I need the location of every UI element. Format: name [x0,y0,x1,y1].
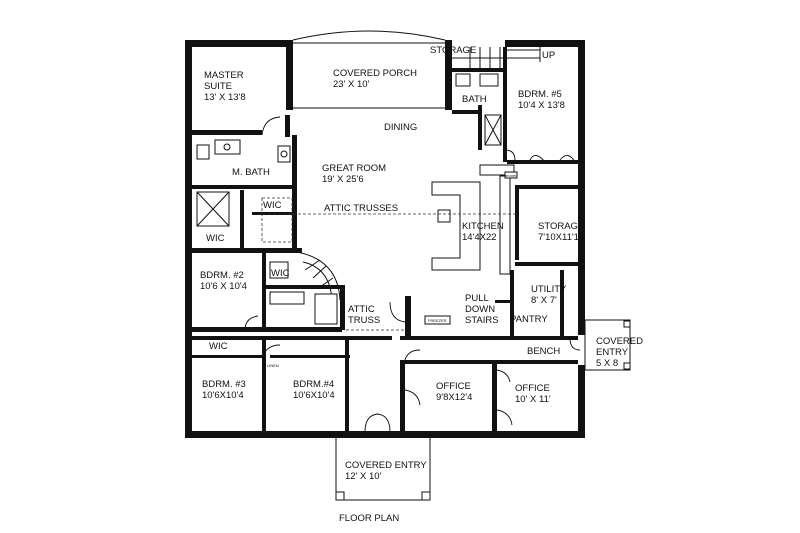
great-room-size: 19' X 25'6 [322,174,364,185]
label-wic-1: WIC [263,200,282,211]
pull-down-3: STAIRS [465,315,499,326]
utility-size: 8' X 7' [531,295,557,306]
side-entry-name1: COVERED [596,336,643,347]
label-mbath: M. BATH [232,167,270,178]
label-wic-4: WIC [209,341,228,352]
interior-walls [192,47,578,435]
porch-name: COVERED PORCH [333,68,417,79]
office2-size: 10' X 11' [515,394,551,405]
office1-size: 9'8X12'4 [436,392,473,403]
main-entry-name: COVERED ENTRY [345,460,427,471]
exterior-walls [185,40,585,438]
kitchen-island [431,181,481,271]
great-room-name: GREAT ROOM [322,163,387,174]
label-up: UP [542,50,556,61]
label-attic-trusses: ATTIC TRUSSES [324,203,399,214]
side-entry-outline [584,319,631,371]
attic-truss-1: ATTIC [348,304,375,315]
attic-truss-2: TRUSS [348,315,381,326]
label-storage: STORAGE 7'10X11'10 [538,221,584,243]
label-bdrm3: BDRM. #3 10'6X10'4 [202,379,246,401]
master-size: 13' X 13'8 [204,92,246,103]
bdrm4-size: 10'6X10'4 [293,390,335,401]
label-office-1: OFFICE 9'8X12'4 [436,381,472,403]
bdrm5-name: BDRM. #5 [518,89,562,100]
label-bdrm5: BDRM. #5 10'4 X 13'8 [518,89,565,111]
curved-stair [296,251,341,301]
bdrm3-size: 10'6X10'4 [202,390,244,401]
bath-fixtures [196,73,502,325]
label-kitchen: KITCHEN 14'4X22 [462,221,504,243]
plan-title: FLOOR PLAN [339,513,400,524]
label-office-2: OFFICE 10' X 11' [515,383,551,405]
kitchen-size: 14'4X22 [462,232,497,243]
label-covered-porch: COVERED PORCH 23' X 10' [333,68,417,90]
storage-name: STORAGE [538,221,585,232]
label-bdrm2: BDRM. #2 10'6 X 10'4 [200,270,247,292]
label-pantry: PANTRY [510,314,548,325]
label-great-room: GREAT ROOM 19' X 25'6 [322,163,386,185]
master-name1: MASTER [204,70,244,81]
label-wic-2: WIC [206,233,225,244]
doors [244,116,581,433]
bdrm5-size: 10'4 X 13'8 [518,100,565,111]
label-dining: DINING [384,122,418,133]
label-utility: UTILITY 8' X 7' [531,284,566,306]
label-bdrm4: BDRM.#4 10'6X10'4 [293,379,335,401]
top-stair [452,46,541,68]
bdrm3-name: BDRM. #3 [202,379,246,390]
side-entry-size: 5 X 8 [596,358,619,369]
office2-name: OFFICE [515,383,550,394]
main-entry-size: 12' X 10' [345,471,382,482]
label-pull-down: PULL DOWN STAIRS [465,293,499,326]
label-bath: BATH [462,94,487,105]
master-name2: SUITE [204,81,232,92]
bdrm2-name: BDRM. #2 [200,270,244,281]
label-wic-3: WIC [271,268,290,279]
bdrm4-name: BDRM.#4 [293,379,335,390]
label-storage-top: STORAGE [430,45,477,56]
label-attic-truss: ATTIC TRUSS [348,304,380,326]
label-covered-entry-side: COVERED ENTRY 5 X 8 [596,336,643,369]
pull-down-1: PULL [465,293,489,304]
porch-roof-arc [292,30,446,41]
tag-broom: broom [505,173,517,178]
utility-name: UTILITY [531,284,567,295]
label-master-suite: MASTER SUITE 13' X 13'8 [204,70,246,103]
front-entry-outline [335,438,431,501]
office1-name: OFFICE [436,381,471,392]
porch-size: 23' X 10' [333,79,370,90]
kitchen-name: KITCHEN [462,221,504,232]
side-entry-name2: ENTRY [596,347,629,358]
tag-linen: LINEN [267,363,279,368]
storage-size: 7'10X11'10 [538,232,585,243]
label-bench: BENCH [527,346,561,357]
label-covered-entry-main: COVERED ENTRY 12' X 10' [345,460,427,482]
tag-freezer: FREEZER [428,318,447,323]
pull-down-2: DOWN [465,304,496,315]
bdrm2-size: 10'6 X 10'4 [200,281,247,292]
